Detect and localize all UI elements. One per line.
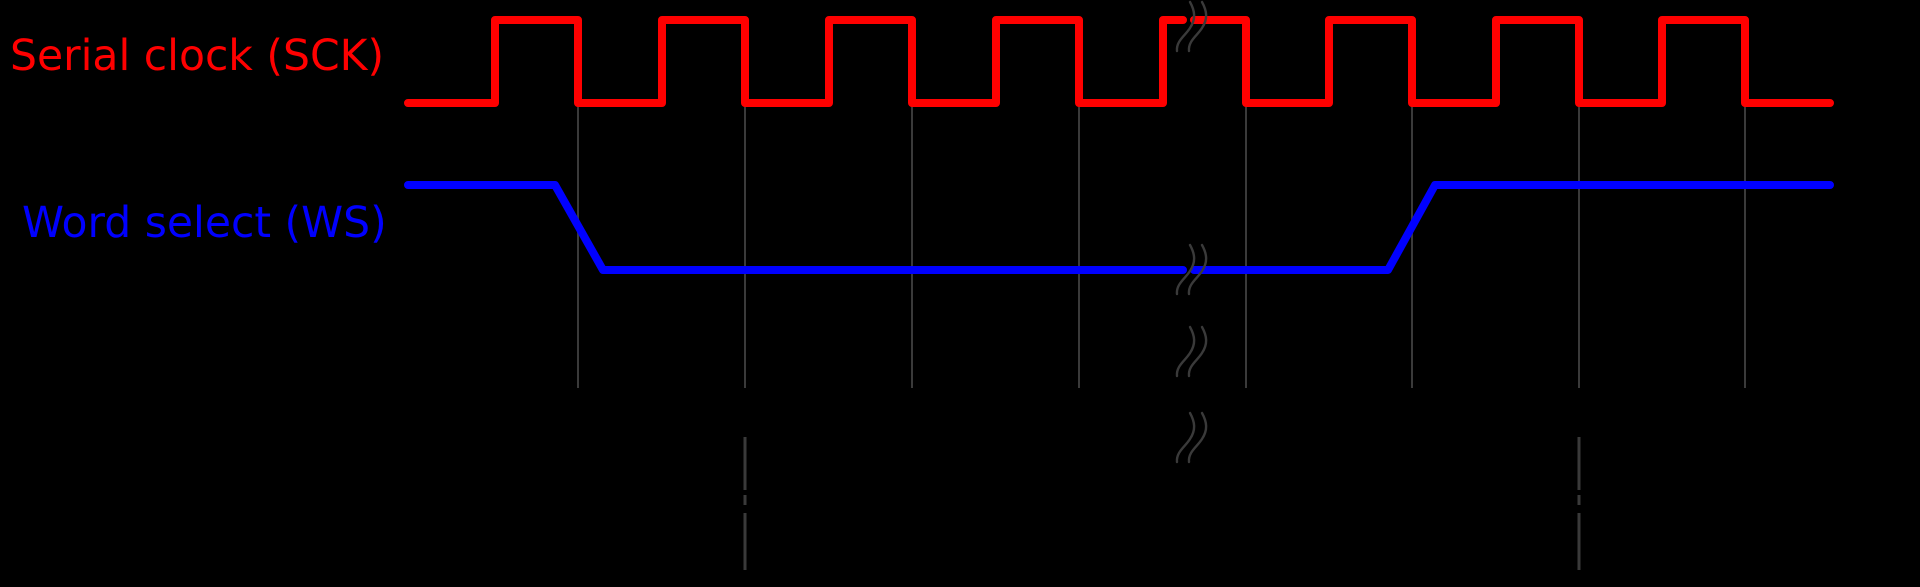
break-squiggle	[1187, 243, 1208, 296]
break-squiggle	[1187, 0, 1208, 53]
break-squiggle	[1175, 411, 1196, 464]
ws-label: Word select (WS)	[22, 199, 387, 248]
sck-waveform	[404, 16, 1834, 107]
break-squiggle	[1187, 325, 1208, 378]
word-divider-dashed-lines	[743, 437, 1581, 570]
ws-waveform	[404, 181, 1834, 274]
break-squiggle	[1175, 325, 1196, 378]
sck-label: Serial clock (SCK)	[10, 32, 384, 81]
break-squiggle	[1175, 243, 1196, 296]
break-squiggle	[1175, 0, 1196, 53]
time-break-marks	[1175, 0, 1208, 464]
waveforms	[404, 16, 1834, 274]
clock-edge-gridlines	[577, 106, 1746, 388]
break-squiggle	[1187, 411, 1208, 464]
